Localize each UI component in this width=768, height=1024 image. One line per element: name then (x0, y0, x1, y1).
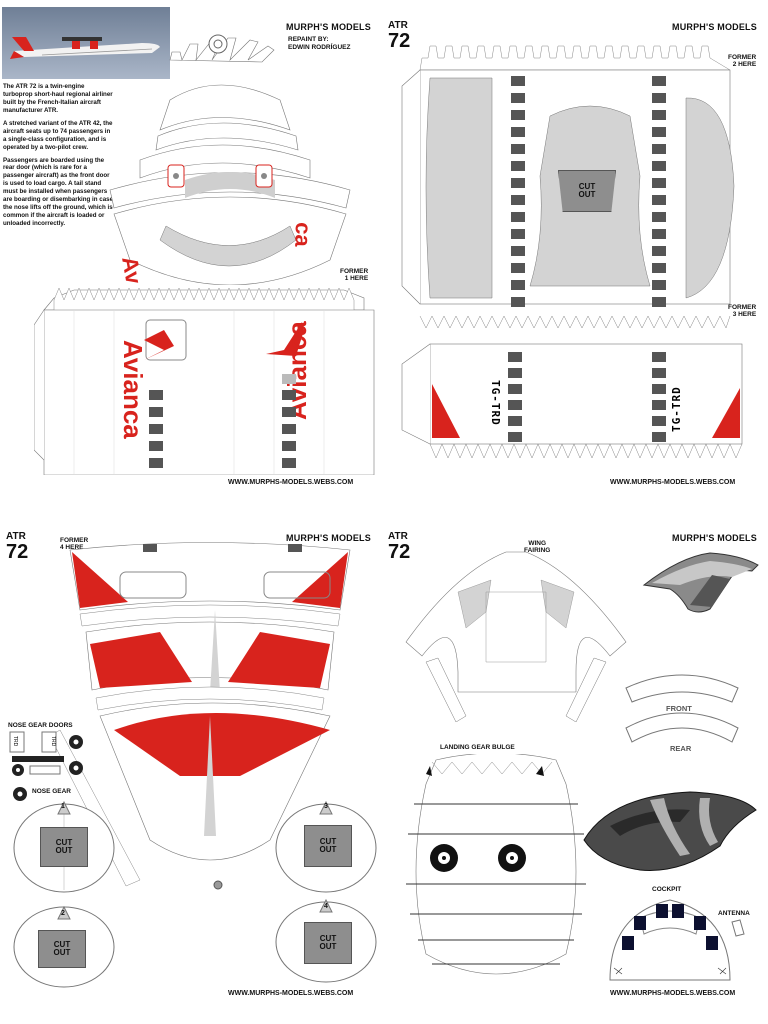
repaint-label: REPAINT BY: (288, 36, 329, 43)
gear-door-reg-right: TRD (50, 736, 56, 747)
antenna-part (731, 919, 745, 937)
intro-paragraph-3: Passengers are boarded using the rear do… (3, 156, 114, 228)
nose-wordmark-right: ca (290, 222, 316, 248)
former-number-3: 3 (324, 803, 328, 810)
former-number-1: 1 (61, 803, 65, 810)
wing-fairing-label: WING FAIRING (524, 540, 551, 555)
wing-fairing-3d-render (642, 552, 759, 613)
registration-right: TG-TRD (670, 386, 683, 432)
website-2: WWW.MURPHS-MODELS.WEBS.COM (610, 479, 736, 486)
intro-paragraph-1: The ATR 72 is a twin-engine turboprop sh… (3, 83, 113, 114)
website-3: WWW.MURPHS-MODELS.WEBS.COM (228, 990, 354, 997)
aircraft-photo (2, 7, 170, 79)
model-badge-4: ATR 72 (388, 531, 411, 563)
rear-fuselage-tail (49, 542, 351, 890)
front-fuselage-side: Avianca Avianca (34, 287, 375, 475)
website-4: WWW.MURPHS-MODELS.WEBS.COM (610, 990, 736, 997)
mid-fuselage-side: TG-TRD TG-TRD (401, 343, 743, 459)
brand-title-1: MURPH'S MODELS (286, 22, 371, 32)
repaint-author: EDWIN RODRÍGUEZ (288, 43, 351, 51)
website-1: WWW.MURPHS-MODELS.WEBS.COM (228, 479, 354, 486)
brand-title-2: MURPH'S MODELS (672, 22, 757, 32)
repaint-credit: REPAINT BY: EDWIN RODRÍGUEZ (288, 36, 350, 52)
nose-gear-label: NOSE GEAR (32, 788, 72, 795)
registration-left: TG-TRD (489, 380, 502, 426)
wing-fairing-part (405, 551, 627, 722)
brand-title-3: MURPH'S MODELS (286, 533, 371, 543)
intro-paragraph-2: A stretched variant of the ATR 42, the a… (3, 119, 113, 151)
fuselage-wordmark-right: Avianca (282, 321, 312, 420)
landing-gear-bulge-part (406, 754, 586, 975)
cockpit-label: COCKPIT (652, 886, 682, 893)
former-number-4: 4 (324, 903, 328, 910)
former-4-label: FORMER 4 HERE (60, 537, 89, 552)
cockpit-3d-render (583, 791, 757, 871)
model-badge-3: ATR 72 (6, 531, 29, 563)
front-label: FRONT (666, 704, 692, 713)
former-1-label: FORMER 1 HERE (340, 268, 369, 283)
former-2-label: FORMER 2 HERE (728, 54, 757, 69)
former-number-2: 2 (61, 910, 65, 917)
front-rear-fairings (625, 674, 739, 743)
nose-wordmark-left: Av (117, 255, 146, 285)
nose-cone-parts: Av ca (109, 34, 351, 285)
model-badge-2: ATR 72 (388, 20, 411, 52)
landing-gear-bulge-label: LANDING GEAR BULGE (440, 744, 515, 751)
antenna-label: ANTENNA (718, 910, 750, 917)
nose-gear-doors-label: NOSE GEAR DOORS (8, 722, 73, 729)
nose-gear-parts: TRD TRD (9, 731, 83, 801)
gear-door-reg-left: TRD (12, 736, 18, 747)
cockpit-part (609, 899, 731, 981)
intro-text: The ATR 72 is a twin-engine turboprop sh… (3, 83, 115, 233)
brand-title-4: MURPH'S MODELS (672, 533, 757, 543)
rear-label: REAR (670, 744, 692, 753)
former-3-label: FORMER 3 HERE (728, 304, 757, 319)
fuselage-wordmark-left: Avianca (118, 340, 148, 439)
